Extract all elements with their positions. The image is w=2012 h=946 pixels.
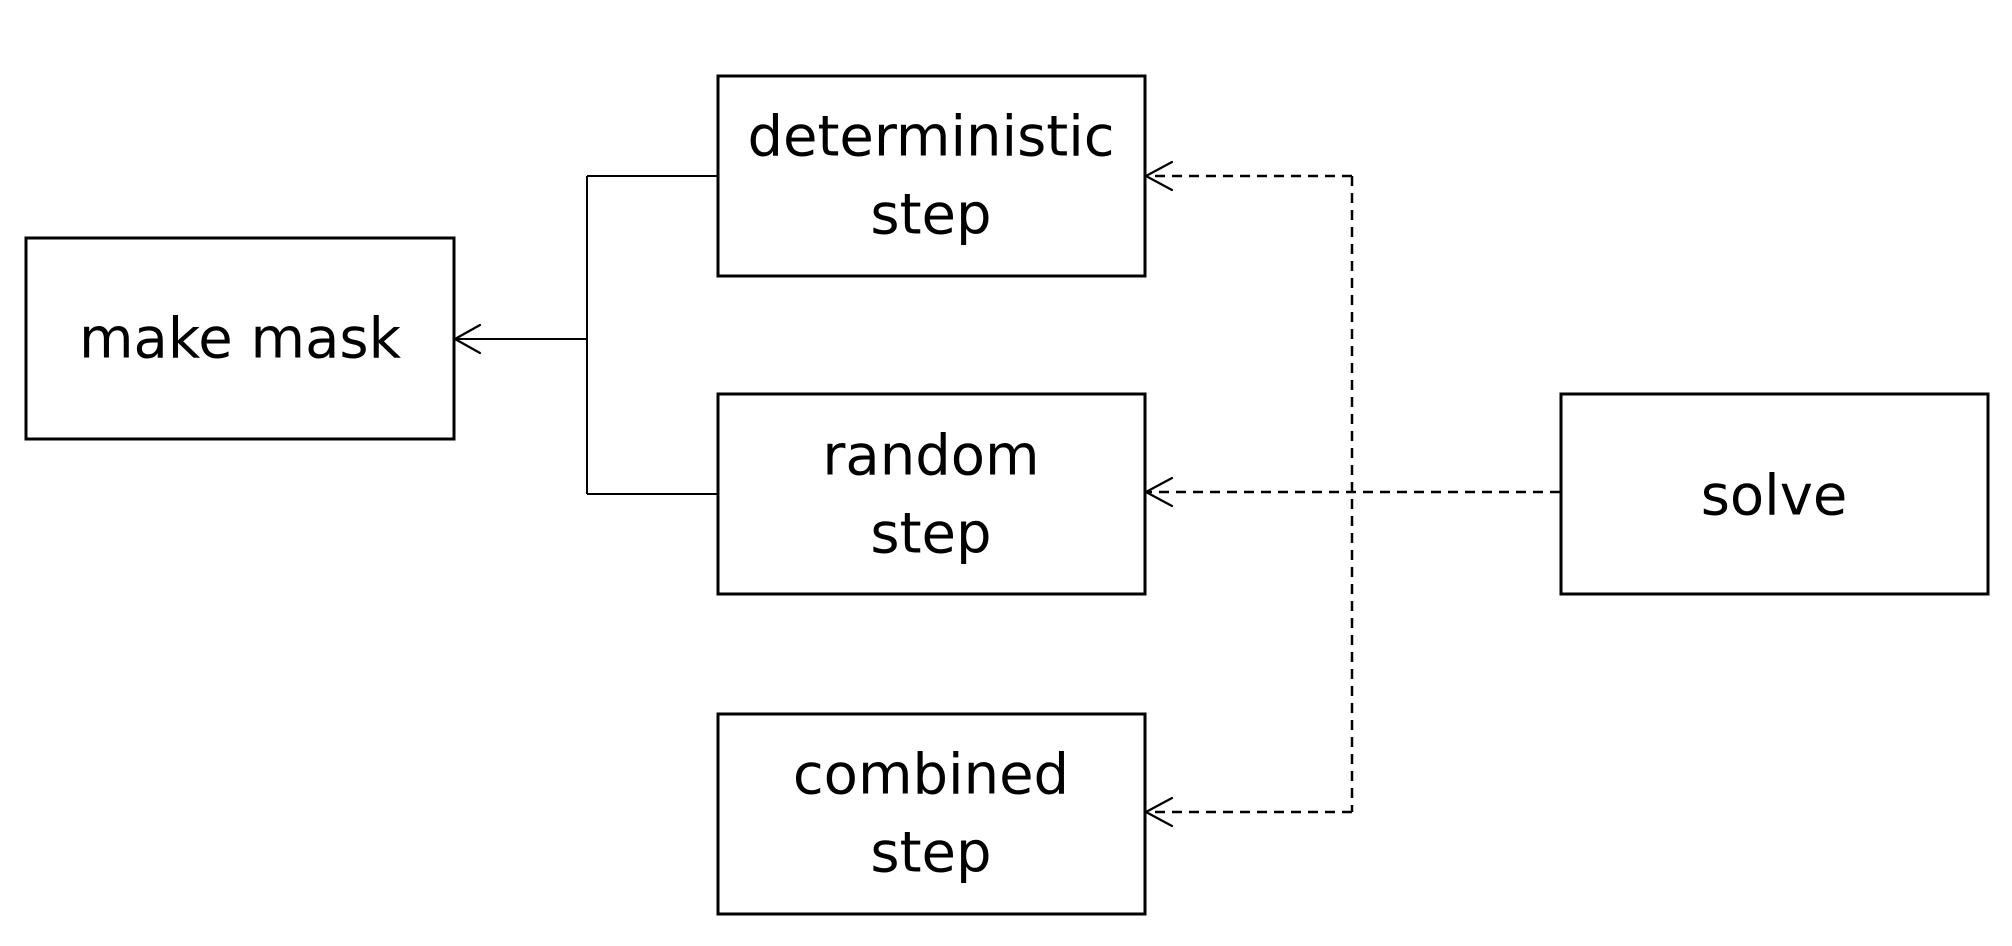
- node-solve: solve: [1559, 392, 1990, 596]
- dashed-connector-group: [1144, 160, 1560, 828]
- make-mask-label: make mask: [79, 307, 402, 372]
- node-deterministic-step: deterministic step: [716, 74, 1147, 278]
- solve-label: solve: [1701, 464, 1848, 529]
- deterministic-step-label-line2: step: [870, 183, 991, 248]
- node-combined-step: combined step: [716, 712, 1147, 916]
- solve-box: [1559, 392, 1990, 596]
- make-mask-box: [24, 236, 456, 441]
- solid-connector-group: [453, 175, 717, 495]
- combined-step-label-line2: step: [870, 821, 991, 886]
- combined-step-label-line1: combined: [793, 743, 1069, 808]
- deterministic-step-label-line1: deterministic: [747, 105, 1114, 170]
- random-step-label-line1: random: [822, 424, 1039, 489]
- node-random-step: random step: [716, 392, 1147, 596]
- deterministic-step-box: [716, 74, 1147, 278]
- node-make-mask: make mask: [24, 236, 456, 441]
- random-step-box: [716, 392, 1147, 596]
- random-step-label-line2: step: [870, 502, 991, 567]
- combined-step-box: [716, 712, 1147, 916]
